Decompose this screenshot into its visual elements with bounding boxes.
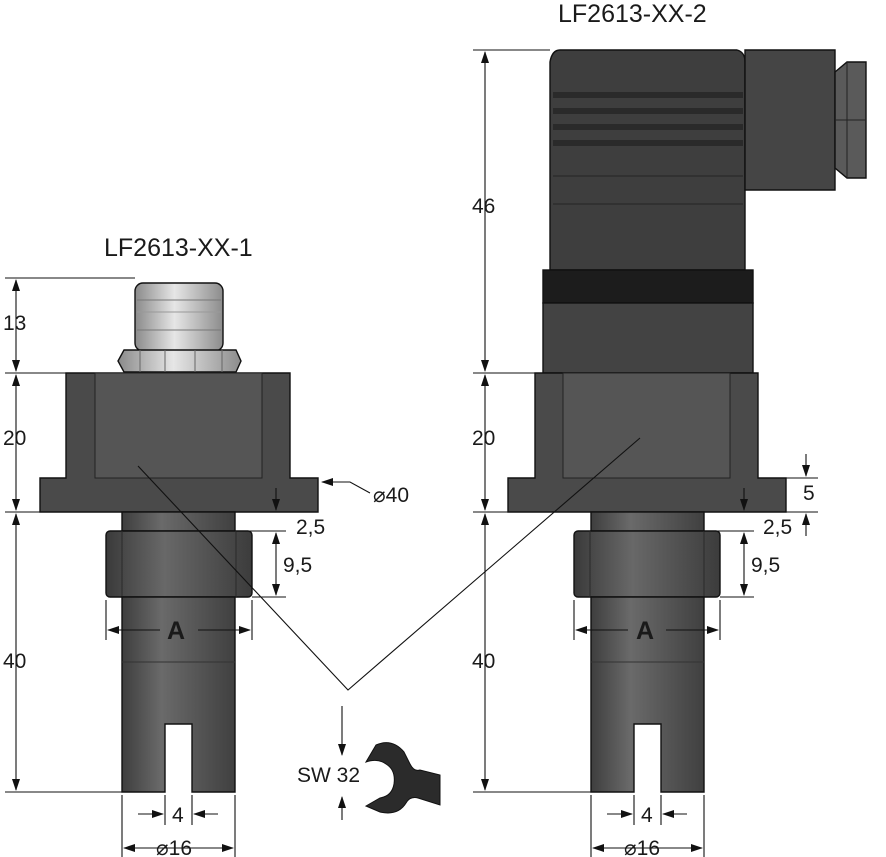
dim-right-46: 46 bbox=[472, 195, 495, 218]
dim-right-A: A bbox=[636, 617, 654, 645]
dim-left-13: 13 bbox=[3, 312, 26, 335]
right-connector-lower bbox=[542, 302, 754, 374]
dim-right-diameter-16: ⌀16 bbox=[624, 837, 660, 857]
left-hex-nut bbox=[117, 349, 242, 373]
title-right: LF2613-XX-2 bbox=[558, 0, 707, 28]
right-seal-band bbox=[542, 269, 754, 304]
dim-left-20: 20 bbox=[3, 427, 26, 450]
dim-right-slot-4: 4 bbox=[641, 804, 653, 827]
sensor-left bbox=[39, 282, 319, 793]
right-connector-body bbox=[549, 49, 746, 271]
right-hex-body bbox=[573, 530, 721, 598]
dim-left-slot-4: 4 bbox=[172, 804, 184, 827]
dim-flange-diameter: ⌀40 bbox=[373, 484, 409, 507]
wrench-pointer-lines bbox=[137, 437, 641, 691]
title-left: LF2613-XX-1 bbox=[104, 234, 253, 262]
dim-left-diameter-16: ⌀16 bbox=[156, 837, 192, 857]
dim-right-20: 20 bbox=[472, 427, 495, 450]
dim-right-9-5: 9,5 bbox=[751, 554, 780, 577]
dim-left-A: A bbox=[167, 617, 185, 645]
dim-left-9-5: 9,5 bbox=[283, 554, 312, 577]
dim-left-40: 40 bbox=[3, 650, 26, 673]
sensor-right bbox=[507, 49, 867, 793]
dim-right-2-5: 2,5 bbox=[763, 516, 792, 539]
dim-right-40: 40 bbox=[472, 650, 495, 673]
right-dimensions bbox=[473, 49, 818, 857]
left-shaft-neck bbox=[121, 511, 236, 532]
left-dimensions bbox=[5, 277, 371, 857]
right-shaft-neck bbox=[590, 511, 705, 532]
wrench-icon bbox=[338, 706, 441, 820]
left-metal-fitting bbox=[134, 282, 224, 352]
dim-left-2-5: 2,5 bbox=[296, 516, 325, 539]
right-side-plug bbox=[744, 49, 836, 191]
dim-right-5: 5 bbox=[803, 482, 815, 505]
wrench-size-label: SW 32 bbox=[297, 764, 360, 787]
